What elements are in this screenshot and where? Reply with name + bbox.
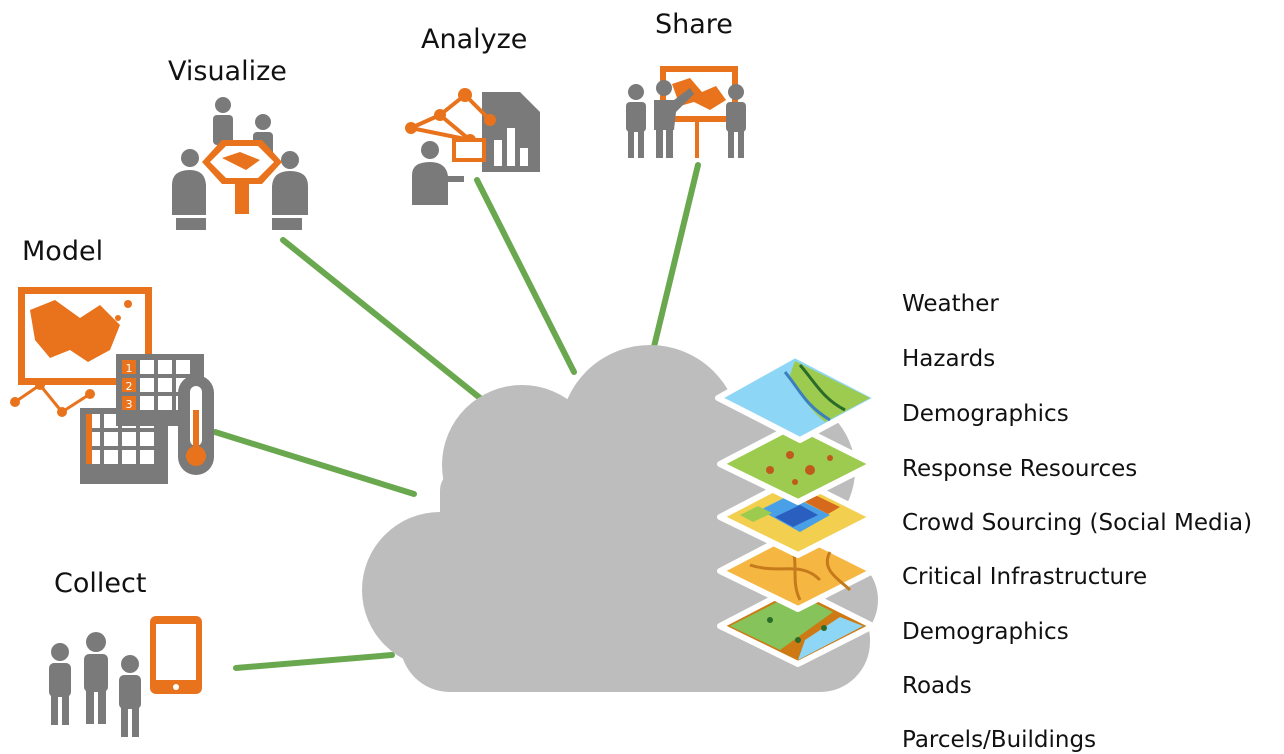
layer-label-critical-infrastructure: Critical Infrastructure <box>902 564 1148 590</box>
model-map-data-icon: 1 2 3 <box>10 287 214 484</box>
map-layer-2 <box>717 422 876 505</box>
share-presentation-icon <box>626 66 746 158</box>
label-analyze: Analyze <box>421 24 528 55</box>
map-layer-4 <box>717 529 876 612</box>
connector-model <box>212 429 417 497</box>
model-table-number-2: 2 <box>126 380 133 393</box>
label-visualize: Visualize <box>168 56 287 87</box>
connector-analyze <box>474 177 577 375</box>
map-layer-stack-icon <box>715 352 881 667</box>
label-model: Model <box>22 236 104 267</box>
connector-share <box>649 162 701 358</box>
layer-label-crowd-sourcing: Crowd Sourcing (Social Media) <box>902 510 1253 536</box>
analyze-network-icon <box>405 88 540 205</box>
label-share: Share <box>655 9 733 40</box>
layer-label-response-resources: Response Resources <box>902 456 1138 482</box>
layer-label-weather: Weather <box>902 291 999 317</box>
model-table-number-1: 1 <box>126 362 133 375</box>
layer-label-parcels-buildings: Parcels/Buildings <box>902 727 1097 753</box>
layer-label-roads: Roads <box>902 673 972 699</box>
layer-label-demographics-2: Demographics <box>902 619 1069 645</box>
map-layer-1 <box>715 352 881 443</box>
layer-label-demographics: Demographics <box>902 401 1069 427</box>
connector-collect <box>233 652 395 671</box>
layer-label-hazards: Hazards <box>902 346 996 372</box>
map-layer-3 <box>717 475 876 558</box>
map-layer-5 <box>717 584 876 667</box>
connector-visualize <box>280 237 493 409</box>
label-collect: Collect <box>54 568 147 599</box>
model-table-number-3: 3 <box>126 398 133 411</box>
visualize-meeting-icon <box>172 97 308 230</box>
collect-field-team-icon <box>49 616 202 737</box>
